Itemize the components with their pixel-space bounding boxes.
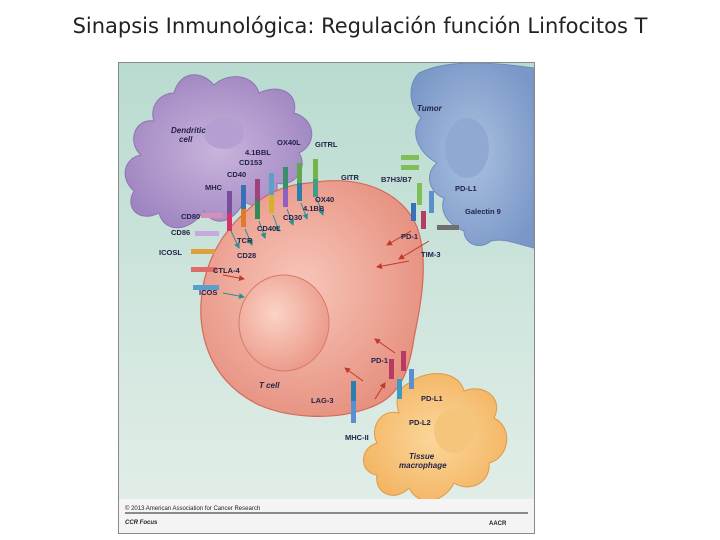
label-gitrl: GITRL: [315, 140, 338, 149]
label-tim3: TIM-3: [421, 250, 441, 259]
t-cell-label: T cell: [259, 381, 280, 390]
label-ctla4: CTLA-4: [213, 266, 240, 275]
receptor-pair: [297, 183, 302, 201]
tumor-receptor-group: [401, 155, 459, 230]
slide-title: Sinapsis Inmunológica: Regulación funció…: [72, 14, 648, 38]
signal-arrow: [286, 208, 295, 226]
receptor-pair: [401, 351, 406, 371]
label-ox40: OX40: [315, 195, 334, 204]
signal-arrow: [222, 292, 245, 300]
receptor-pair: [283, 189, 288, 207]
tumor-cell-label: Tumor: [417, 104, 443, 113]
signal-arrow: [386, 230, 412, 246]
macrophage-label-line: macrophage: [399, 461, 447, 470]
receptor-pair: [397, 379, 402, 399]
receptor-pair: [227, 191, 232, 213]
label-ox40l: OX40L: [277, 138, 301, 147]
receptor-pair: [191, 249, 215, 254]
dendritic-nucleus: [204, 117, 244, 149]
label-galectin9: Galectin 9: [465, 207, 501, 216]
receptor-pair: [409, 369, 414, 389]
macrophage-receptor-group: [351, 351, 414, 423]
signal-arrow: [244, 228, 253, 246]
label-41bbl: 4.1BBL: [245, 148, 271, 157]
label-pdl2: PD-L2: [409, 418, 431, 427]
signal-arrow: [376, 260, 410, 270]
label-cd80: CD80: [181, 212, 200, 221]
immune-synapse-figure: Dendritic cell Tumor Tissue macrophage T…: [118, 62, 535, 534]
label-icosl: ICOSL: [159, 248, 182, 257]
receptor-pair: [255, 201, 260, 219]
receptor-pair: [195, 231, 219, 236]
receptor-pair: [191, 267, 217, 272]
signal-arrow: [374, 382, 386, 400]
footer-logo: AACR: [489, 521, 507, 527]
signal-arrow: [272, 214, 281, 232]
label-pd1-mac: PD-1: [371, 356, 388, 365]
receptor-pair: [389, 359, 394, 379]
signal-arrow: [258, 220, 267, 239]
receptor-pair: [297, 163, 302, 183]
receptor-pair: [313, 179, 318, 197]
footer-copyright: © 2013 American Association for Cancer R…: [125, 505, 260, 512]
signal-arrow: [344, 367, 364, 382]
signal-arrow: [230, 230, 240, 249]
label-gitr: GITR: [341, 173, 359, 182]
label-icos: ICOS: [199, 288, 217, 297]
receptor-pair: [437, 225, 459, 230]
immune-synapse-diagram: Dendritic cell Tumor Tissue macrophage T…: [119, 62, 535, 533]
receptor-pair: [283, 167, 288, 189]
macrophage-label-line: Tissue: [409, 452, 435, 461]
dendritic-label-line: cell: [179, 135, 193, 144]
label-cd40l: CD40L: [257, 224, 281, 233]
footer-series: CCR Focus: [125, 520, 158, 526]
receptor-pair: [241, 209, 246, 227]
label-cd28: CD28: [237, 251, 256, 260]
label-cd30: CD30: [283, 213, 302, 222]
receptor-pair: [227, 213, 232, 231]
receptor-pair: [269, 195, 274, 213]
receptor-pair: [255, 179, 260, 201]
label-cd153: CD153: [239, 158, 262, 167]
signal-arrow: [374, 338, 396, 354]
receptor-pair: [193, 285, 219, 290]
label-b7h3: B7H3/B7: [381, 175, 412, 184]
receptor-pair: [429, 191, 434, 213]
macrophage-label: Tissue macrophage: [399, 452, 447, 470]
receptor-pair: [401, 165, 419, 170]
receptor-pair: [313, 159, 318, 179]
label-mhc: MHC: [205, 183, 223, 192]
label-lag3: LAG-3: [311, 396, 334, 405]
label-tcr: TCR: [237, 236, 253, 245]
receptor-pair: [401, 155, 419, 160]
receptor-pair: [201, 213, 223, 218]
macrophage-nucleus: [434, 409, 474, 453]
receptor-pair: [351, 381, 356, 401]
label-pd1-tumor: PD-1: [401, 232, 418, 241]
dendritic-cell-label: Dendritic cell: [171, 126, 208, 144]
receptor-pair: [411, 203, 416, 221]
receptor-pair: [421, 211, 426, 229]
signal-arrow: [222, 274, 245, 282]
signal-arrow: [316, 198, 325, 216]
label-41bb: 4.1BB: [303, 204, 325, 213]
label-pdl1-tumor: PD-L1: [455, 184, 477, 193]
receptor-pair: [269, 173, 274, 195]
label-cd86: CD86: [171, 228, 190, 237]
label-cd40: CD40: [227, 170, 246, 179]
dc-signal-arrows: [222, 198, 325, 300]
label-mhcii: MHC-II: [345, 433, 369, 442]
receptor-pair: [417, 183, 422, 205]
dendritic-label-line: Dendritic: [171, 126, 206, 135]
signal-arrow: [300, 202, 309, 220]
label-pdl1-mac: PD-L1: [421, 394, 443, 403]
dc-receptor-group: [191, 159, 318, 290]
tumor-nucleus: [445, 118, 489, 178]
signal-arrow: [398, 240, 430, 260]
t-cell-nucleus: [238, 274, 330, 372]
receptor-pair: [351, 401, 356, 423]
receptor-pair: [241, 185, 246, 209]
figure-footer: [119, 499, 534, 533]
